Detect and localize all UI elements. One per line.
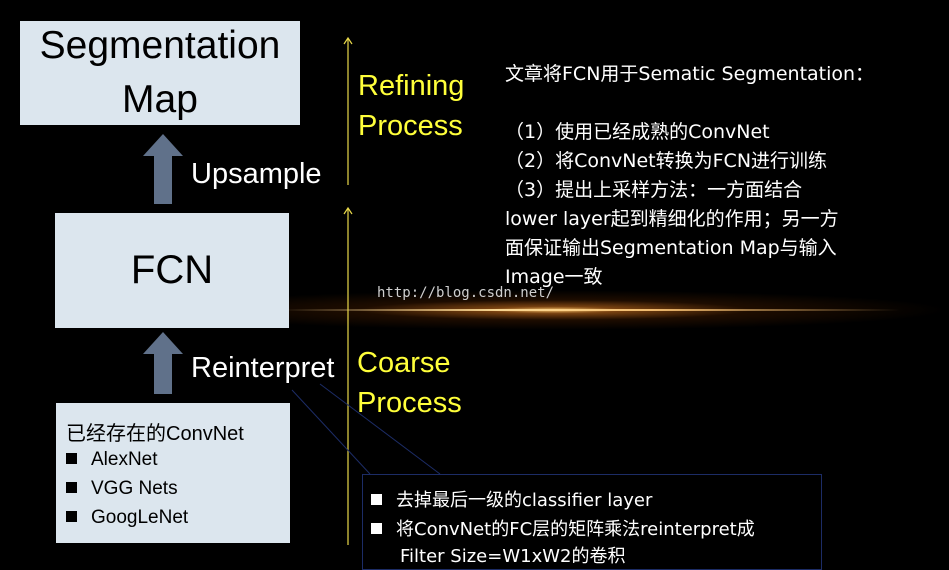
convnet-item-googlenet: GoogLeNet xyxy=(91,507,189,528)
convnet-item-alexnet: AlexNet xyxy=(91,449,158,470)
fcn-label: FCN xyxy=(130,248,214,292)
list-item: AlexNet xyxy=(66,449,158,471)
upsample-arrow-icon xyxy=(143,134,183,204)
convnet-box-title: 已经存在的ConvNet xyxy=(66,423,244,445)
callout-connector-lines xyxy=(291,383,441,475)
coarse-process-label: Coarse Process xyxy=(357,343,462,423)
callout-box: 去掉最后一级的classifier layer 将ConvNet的FC层的矩阵乘… xyxy=(362,474,822,570)
notes-line: Image一致 xyxy=(505,266,603,288)
list-item: 去掉最后一级的classifier layer xyxy=(371,486,652,512)
coarse-label-line-2: Process xyxy=(357,387,462,419)
existing-convnet-box: 已经存在的ConvNet AlexNet VGG Nets GoogLeNet xyxy=(56,403,290,543)
reinterpret-label: Reinterpret xyxy=(191,352,335,384)
notes-line xyxy=(505,89,874,118)
reinterpret-arrow-icon xyxy=(143,332,183,394)
bullet-square-icon xyxy=(66,511,77,522)
callout-line-3: Filter Size=W1xW2的卷积 xyxy=(400,546,626,567)
explanation-notes: 文章将FCN用于Sematic Segmentation： （1）使用已经成熟的… xyxy=(505,60,874,292)
callout-line-1: 去掉最后一级的classifier layer xyxy=(396,490,653,511)
list-item: 将ConvNet的FC层的矩阵乘法reinterpret成 xyxy=(371,515,755,541)
refining-label-line-2: Process xyxy=(358,110,463,142)
bullet-square-icon xyxy=(66,453,77,464)
refining-label-line-1: Refining xyxy=(358,70,465,102)
refining-process-arrow-icon xyxy=(343,36,353,185)
coarse-process-arrow-icon xyxy=(343,206,353,545)
list-item: GoogLeNet xyxy=(66,507,188,529)
coarse-label-line-1: Coarse xyxy=(357,347,451,379)
light-streak-line xyxy=(280,309,900,311)
notes-line: 面保证输出Segmentation Map与输入 xyxy=(505,237,837,259)
notes-line: 文章将FCN用于Sematic Segmentation： xyxy=(505,63,875,85)
notes-line: （3）提出上采样方法：一方面结合 xyxy=(505,179,803,201)
segmentation-map-box: Segmentation Map xyxy=(20,21,300,125)
list-item: VGG Nets xyxy=(66,478,178,500)
fcn-box: FCN xyxy=(55,213,289,328)
segmentation-map-line-1: Segmentation xyxy=(39,24,281,67)
watermark-url: http://blog.csdn.net/ xyxy=(377,285,555,301)
bullet-square-icon xyxy=(66,482,77,493)
upsample-label: Upsample xyxy=(191,158,322,190)
refining-process-label: Refining Process xyxy=(358,66,464,146)
convnet-item-vgg: VGG Nets xyxy=(91,478,178,499)
segmentation-map-line-2: Map xyxy=(122,78,198,121)
callout-line-2: 将ConvNet的FC层的矩阵乘法reinterpret成 xyxy=(396,519,755,540)
notes-line: （2）将ConvNet转换为FCN进行训练 xyxy=(505,150,828,172)
notes-line: （1）使用已经成熟的ConvNet xyxy=(505,121,770,143)
bullet-square-icon xyxy=(371,523,382,534)
bullet-square-icon xyxy=(371,494,382,505)
notes-line: lower layer起到精细化的作用；另一方 xyxy=(505,208,839,230)
